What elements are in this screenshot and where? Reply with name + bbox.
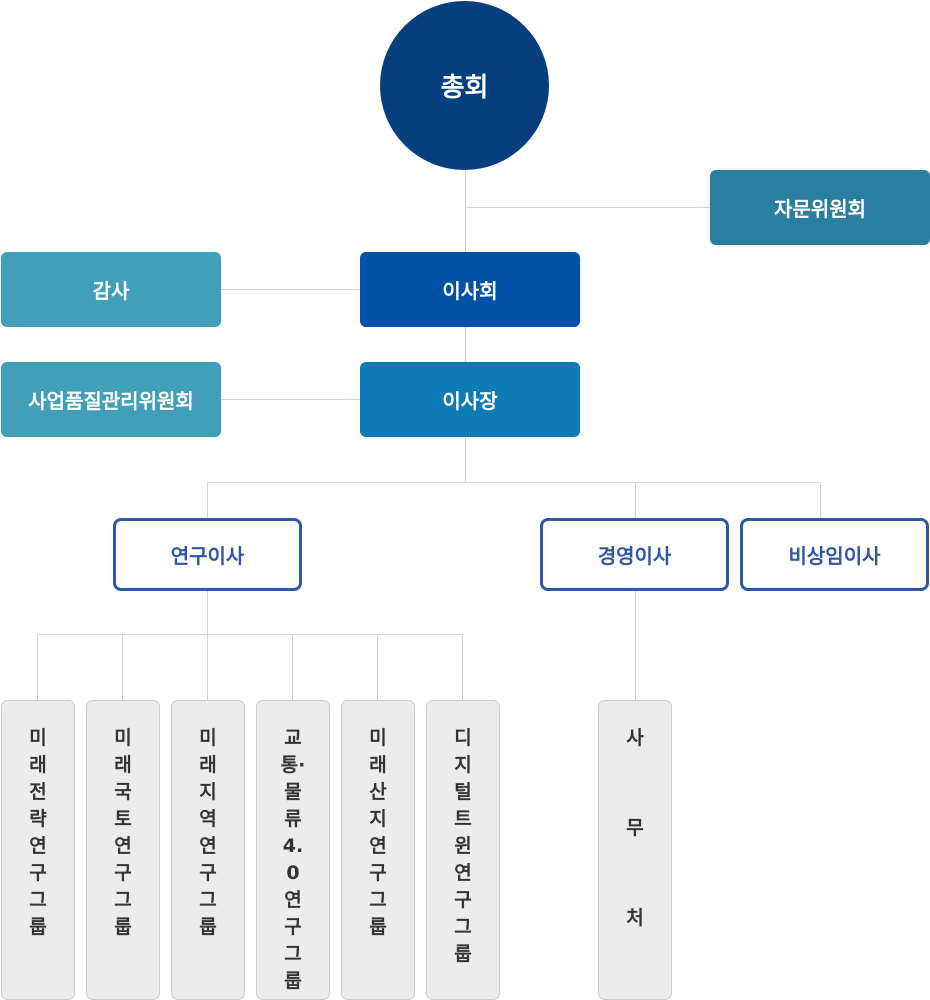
research-group-box: 미래국토연구그룹	[86, 700, 160, 1000]
research-group-label: 교통·물류4.0연구그룹	[280, 727, 306, 992]
connector-line	[220, 289, 360, 290]
office-label-char: 무	[626, 817, 644, 839]
research-group-box: 미래전략연구그룹	[1, 700, 75, 1000]
quality-committee-node: 사업품질관리위원회	[1, 362, 221, 437]
connector-line	[207, 482, 821, 483]
connector-line	[465, 437, 466, 482]
connector-line	[377, 634, 378, 700]
non-standing-director-label: 비상임이사	[788, 544, 881, 568]
connector-line	[220, 399, 360, 400]
research-group-box: 미래산지연구그룹	[341, 700, 415, 1000]
connector-line	[122, 634, 123, 700]
connector-line	[635, 590, 636, 700]
research-group-label: 디지털트윈연구그룹	[454, 727, 472, 965]
board-of-directors-node: 이사회	[360, 252, 580, 327]
connector-line	[207, 590, 208, 634]
research-director-node: 연구이사	[113, 518, 302, 591]
chairman-node: 이사장	[360, 362, 580, 437]
non-standing-director-node: 비상임이사	[740, 518, 929, 591]
connector-line	[207, 482, 208, 518]
advisory-committee-label: 자문위원회	[774, 197, 866, 221]
connector-line	[465, 168, 466, 252]
research-group-box: 교통·물류4.0연구그룹	[256, 700, 330, 1000]
connector-line	[37, 634, 38, 700]
research-group-label: 미래산지연구그룹	[369, 727, 387, 938]
office-label-char: 사	[626, 727, 644, 749]
board-of-directors-label: 이사회	[442, 279, 498, 303]
connector-line	[292, 634, 293, 700]
office-box: 사 무 처	[598, 700, 672, 1000]
chairman-label: 이사장	[442, 389, 498, 413]
audit-node: 감사	[1, 252, 221, 327]
management-director-node: 경영이사	[540, 518, 729, 591]
research-director-label: 연구이사	[170, 544, 245, 568]
connector-line	[465, 207, 710, 208]
research-group-label: 미래지역연구그룹	[199, 727, 217, 938]
connector-line	[207, 634, 208, 700]
advisory-committee-node: 자문위원회	[710, 170, 930, 245]
general-assembly-node: 총회	[380, 1, 549, 170]
research-group-label: 미래전략연구그룹	[29, 727, 47, 938]
connector-line	[635, 482, 636, 518]
connector-line	[465, 326, 466, 364]
research-group-box: 디지털트윈연구그룹	[426, 700, 500, 1000]
connector-line	[462, 634, 463, 700]
general-assembly-label: 총회	[440, 73, 489, 103]
office-label-char: 처	[626, 907, 644, 929]
research-group-box: 미래지역연구그룹	[171, 700, 245, 1000]
management-director-label: 경영이사	[597, 544, 672, 568]
quality-committee-label: 사업품질관리위원회	[28, 389, 194, 413]
research-group-label: 미래국토연구그룹	[114, 727, 132, 938]
connector-line	[37, 634, 463, 635]
audit-label: 감사	[92, 279, 130, 303]
connector-line	[820, 482, 821, 518]
